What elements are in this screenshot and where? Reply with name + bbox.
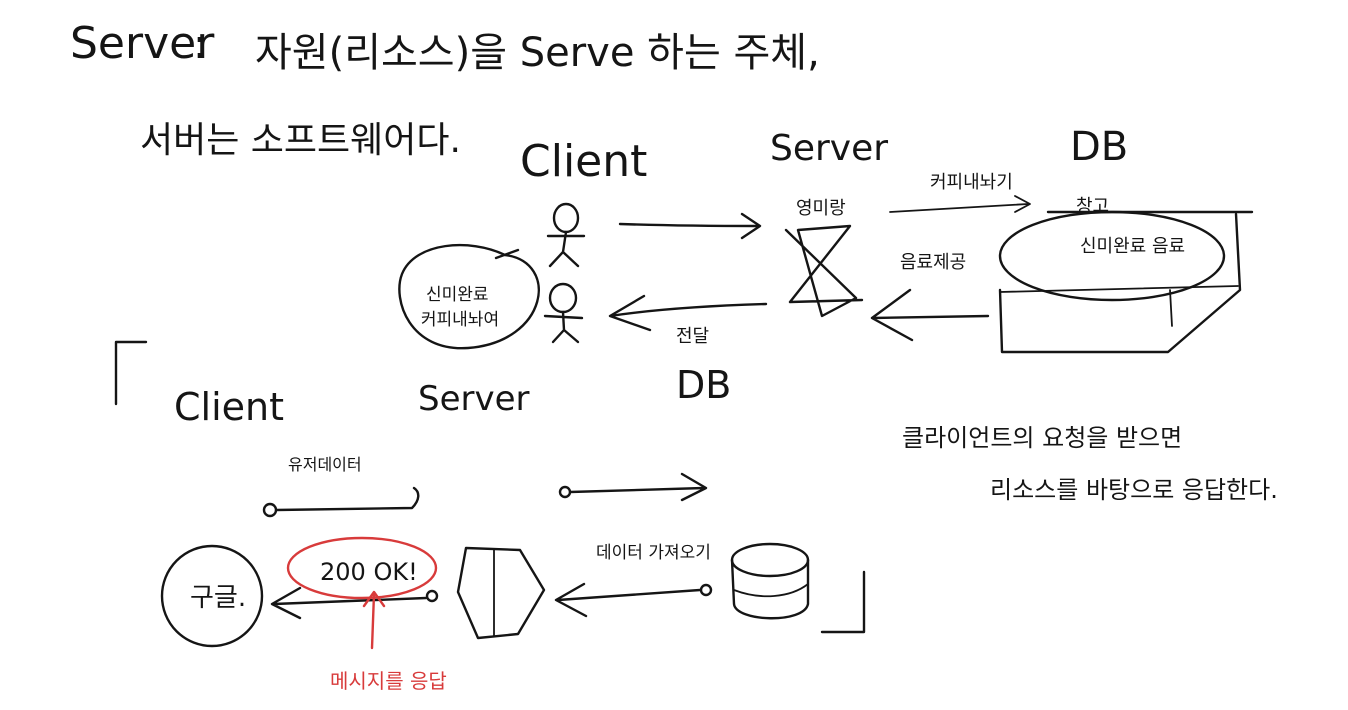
db-inner-label: 신미완료 음료 — [1080, 236, 1185, 257]
red-arrow — [362, 590, 386, 650]
side-note-line2: 리소스를 바탕으로 응답한다. — [990, 476, 1278, 504]
db-to-server-label: 데이터 가져오기 — [596, 543, 711, 563]
status-200-ok: 200 OK! — [286, 536, 438, 600]
status-text: 200 OK! — [320, 558, 418, 586]
return-to-client-label: 전달 — [676, 326, 709, 347]
stick-figure-client-2 — [543, 282, 584, 344]
label-client-top: Client — [520, 136, 647, 187]
red-note: 메시지를 응답 — [330, 669, 447, 693]
arrow-client-to-server — [618, 212, 762, 240]
server-definition: 자원(리소스)을 Serve 하는 주체, — [255, 30, 820, 76]
bracket-open — [114, 340, 148, 406]
client-circle-label: 구글. — [190, 583, 246, 613]
speech-bubble: 신미완료 커피내놔여 — [398, 243, 540, 350]
server-mask-icon — [456, 546, 546, 640]
server-title: Server — [70, 18, 215, 69]
server-note-top: 영미랑 — [796, 198, 846, 219]
side-note-line1: 클라이언트의 요청을 받으면 — [902, 424, 1182, 452]
arrow-to-db-label: 커피내놔기 — [930, 172, 1013, 193]
arrow-server-to-db — [889, 195, 1031, 213]
arrow-request-client — [262, 486, 420, 518]
db-top-label: 창고 — [1076, 196, 1109, 217]
arrow-request-server — [558, 472, 708, 502]
arrow-db-to-server — [870, 288, 990, 342]
client-circle: 구글. — [160, 544, 264, 648]
db-cylinder-bottom — [730, 542, 810, 620]
label-db-bottom: DB — [676, 363, 731, 407]
label-server-top: Server — [770, 128, 888, 169]
colon: : — [193, 22, 206, 68]
arrow-server-to-client — [608, 294, 768, 332]
label-client-bottom: Client — [174, 385, 284, 429]
label-server-bottom: Server — [418, 379, 530, 419]
stick-figure-client-1 — [546, 202, 586, 268]
speech-bubble-text: 신미완료 커피내놔여 — [421, 285, 499, 330]
server-star-icon — [784, 224, 864, 318]
request-label: 유저데이터 — [288, 455, 362, 474]
return-note: 음료제공 — [900, 252, 966, 273]
label-db-top: DB — [1070, 124, 1128, 170]
db-storage-top — [998, 210, 1254, 354]
server-definition-line2: 서버는 소프트웨어다. — [140, 120, 461, 161]
bracket-close — [820, 570, 866, 634]
arrow-db-to-server-bottom — [554, 582, 713, 618]
arrow-response — [270, 586, 439, 620]
